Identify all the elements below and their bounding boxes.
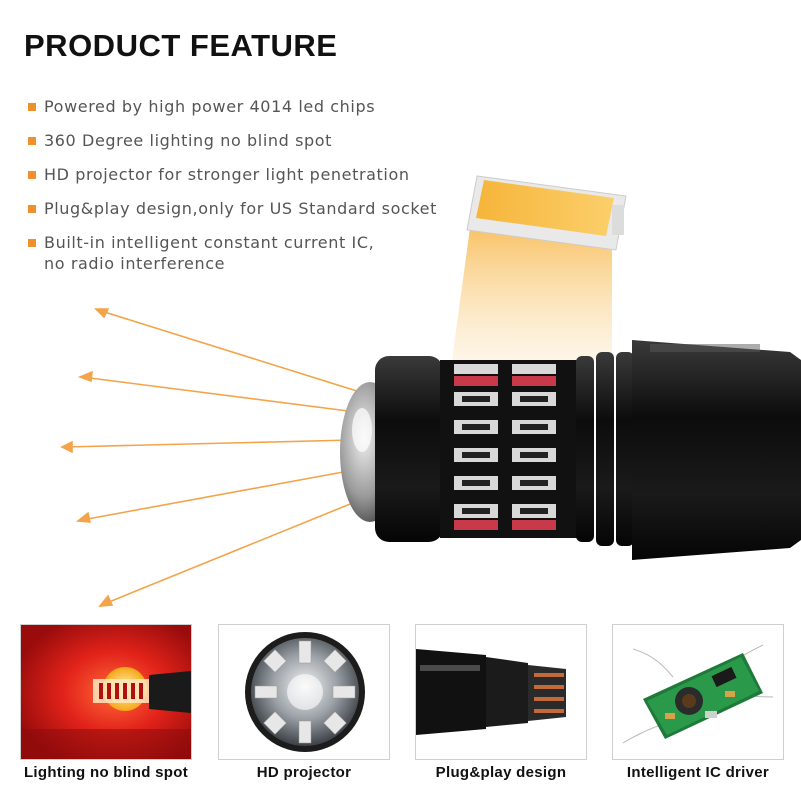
lit-bulb-image bbox=[21, 625, 191, 759]
socket-base-image bbox=[416, 625, 586, 759]
feature-item: Plug&play design,only for US Standard so… bbox=[28, 198, 468, 232]
panel-caption: Plug&play design bbox=[435, 764, 567, 781]
panel-hd-projector bbox=[218, 624, 390, 760]
page-title: PRODUCT FEATURE bbox=[24, 28, 338, 63]
orange-square-bullet-icon bbox=[28, 137, 36, 145]
feature-panels: Lighting no blind spot HD projector Plug… bbox=[20, 624, 790, 794]
led-chip-icon bbox=[466, 175, 627, 251]
feature-text: HD projector for stronger light penetrat… bbox=[44, 165, 410, 184]
feature-text: Built-in intelligent constant current IC… bbox=[44, 233, 375, 273]
orange-square-bullet-icon bbox=[28, 205, 36, 213]
panel-plug-and-play bbox=[415, 624, 587, 760]
orange-square-bullet-icon bbox=[28, 171, 36, 179]
light-direction-arrows-icon bbox=[60, 308, 361, 607]
hero-bulb-illustration bbox=[60, 175, 801, 607]
panel-caption: Lighting no blind spot bbox=[23, 764, 189, 781]
light-beam-glow bbox=[452, 228, 612, 360]
driver-board-image bbox=[613, 625, 783, 759]
panel-lighting-no-blind-spot bbox=[20, 624, 192, 760]
feature-list: Powered by high power 4014 led chips 360… bbox=[28, 96, 468, 273]
feature-item: 360 Degree lighting no blind spot bbox=[28, 130, 468, 164]
panel-caption: HD projector bbox=[256, 764, 352, 781]
led-bulb-image bbox=[340, 340, 801, 560]
feature-text: Powered by high power 4014 led chips bbox=[44, 97, 376, 116]
feature-item: HD projector for stronger light penetrat… bbox=[28, 164, 468, 198]
feature-text: Plug&play design,only for US Standard so… bbox=[44, 199, 437, 218]
feature-text: 360 Degree lighting no blind spot bbox=[44, 131, 333, 150]
feature-item: Built-in intelligent constant current IC… bbox=[28, 232, 468, 273]
orange-square-bullet-icon bbox=[28, 103, 36, 111]
panel-intelligent-ic-driver bbox=[612, 624, 784, 760]
orange-square-bullet-icon bbox=[28, 239, 36, 247]
feature-item: Powered by high power 4014 led chips bbox=[28, 96, 468, 130]
projector-lens-image bbox=[219, 625, 389, 759]
panel-caption: Intelligent IC driver bbox=[626, 764, 770, 781]
